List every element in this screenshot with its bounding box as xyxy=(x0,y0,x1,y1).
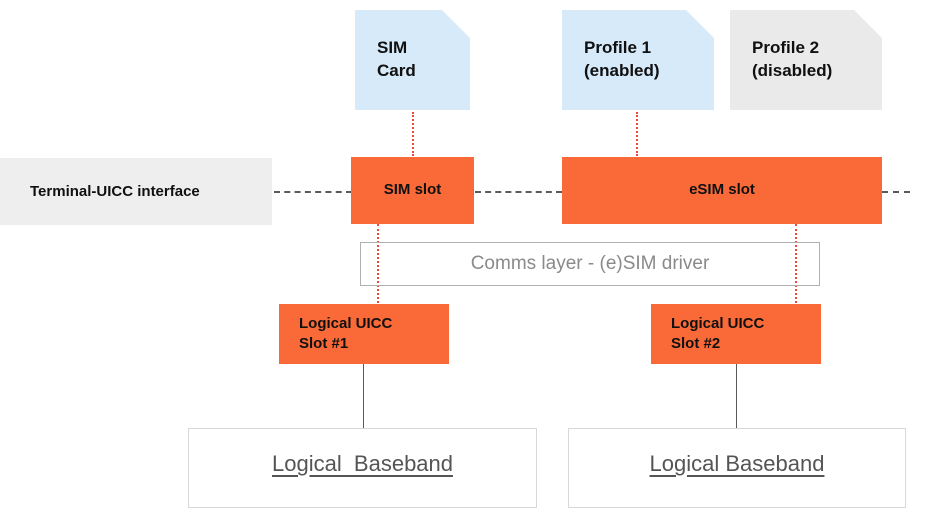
sim-slot-box[interactable]: SIM slot xyxy=(351,157,474,224)
note-profile-2-label: Profile 2 (disabled) xyxy=(752,38,833,80)
connector-simcard-to-simslot xyxy=(412,112,414,156)
interface-dash-right xyxy=(882,191,910,193)
connector-profile1-to-esimslot xyxy=(636,112,638,156)
connector-uicc2-to-baseband2 xyxy=(736,364,737,429)
logical-uicc-slot-2-box[interactable]: Logical UICC Slot #2 xyxy=(651,304,821,364)
logical-uicc-slot-1-label: Logical UICC Slot #1 xyxy=(299,314,393,352)
logical-baseband-2-label: Logical Baseband xyxy=(649,451,825,476)
connector-simslot-to-uicc1 xyxy=(377,224,379,307)
interface-dash-middle xyxy=(475,191,562,193)
esim-slot-box[interactable]: eSIM slot xyxy=(562,157,882,224)
connector-esimslot-to-uicc2 xyxy=(795,224,797,307)
connector-uicc1-to-baseband1 xyxy=(363,364,364,429)
note-sim-card: SIM Card xyxy=(355,10,470,110)
logical-uicc-slot-2-label: Logical UICC Slot #2 xyxy=(671,314,765,352)
interface-dash-left xyxy=(274,191,352,193)
logical-uicc-slot-1-box[interactable]: Logical UICC Slot #1 xyxy=(279,304,449,364)
logical-baseband-1-label: Logical Baseband xyxy=(271,451,454,476)
note-sim-card-label: SIM Card xyxy=(377,38,416,80)
logical-baseband-1-box[interactable]: Logical Baseband xyxy=(188,428,537,508)
terminal-uicc-interface-label: Terminal-UICC interface xyxy=(30,183,200,200)
comms-layer-box: Comms layer - (e)SIM driver xyxy=(360,242,820,286)
sim-slot-label: SIM slot xyxy=(383,181,442,199)
note-profile-1: Profile 1 (enabled) xyxy=(562,10,714,110)
terminal-uicc-interface-box: Terminal-UICC interface xyxy=(0,158,272,225)
comms-layer-label: Comms layer - (e)SIM driver xyxy=(470,253,710,274)
note-profile-1-label: Profile 1 (enabled) xyxy=(584,38,660,80)
esim-slot-label: eSIM slot xyxy=(689,181,755,199)
logical-baseband-2-box[interactable]: Logical Baseband xyxy=(568,428,906,508)
note-profile-2: Profile 2 (disabled) xyxy=(730,10,882,110)
